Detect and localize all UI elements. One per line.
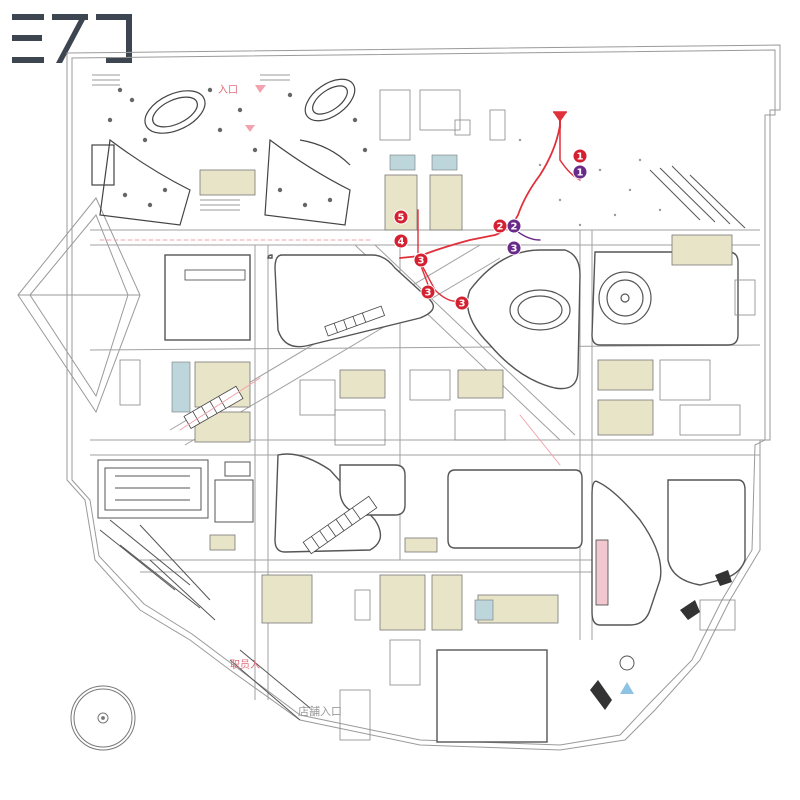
entrance-arrow-icon <box>590 570 732 710</box>
marker-circle <box>393 209 409 225</box>
dotted-plaza <box>518 138 662 227</box>
stairs <box>183 269 609 606</box>
road-network <box>89 229 761 700</box>
marker-circle <box>454 295 470 311</box>
route-marker-red-3a: 3 <box>413 252 429 268</box>
marker-circle <box>506 240 522 256</box>
staff-entrance-label: 职员入 <box>230 659 260 671</box>
service-rooms <box>194 169 733 631</box>
plaza-islands <box>164 249 746 743</box>
marker-number: 2 <box>511 222 518 233</box>
marker-circle <box>572 148 588 164</box>
marker-number: 5 <box>398 213 405 224</box>
ezj-logo <box>12 14 132 63</box>
marker-number: 4 <box>398 237 405 248</box>
route-marker-red-5: 5 <box>393 209 409 225</box>
hall-left <box>97 459 254 523</box>
route-marker-red-3c: 3 <box>454 295 470 311</box>
route-marker-red-3b: 3 <box>420 284 436 300</box>
marker-number: 2 <box>497 222 504 233</box>
marker-number: 1 <box>577 168 584 179</box>
bottom-gate-label: 店舗入口 <box>298 704 342 718</box>
entrance-pin <box>245 85 567 132</box>
marker-number: 3 <box>511 244 518 255</box>
marker-number: 3 <box>425 288 432 299</box>
hatched-band <box>99 519 311 721</box>
dining-zone-left <box>91 78 356 226</box>
right-edge-hatch <box>649 165 746 229</box>
marker-number: 3 <box>418 256 425 267</box>
marker-number: 1 <box>577 152 584 163</box>
route-marker-purple-3: 3 <box>506 240 522 256</box>
marker-circle <box>420 284 436 300</box>
entrance-top-label: 入口 <box>218 85 238 96</box>
route-marker-purple-1: 1 <box>572 164 588 180</box>
inner-buildings <box>119 89 756 741</box>
route-marker-red-4: 4 <box>393 233 409 249</box>
marker-circle <box>413 252 429 268</box>
route-marker-red-1: 1 <box>572 148 588 164</box>
marker-number: 3 <box>459 299 466 310</box>
entrance-labels: 入口 职员入 店舗入口 <box>218 85 342 718</box>
round-plaza <box>509 271 652 331</box>
table-pattern-left <box>107 87 368 208</box>
north-compass-icon <box>70 685 136 751</box>
marker-circle <box>572 164 588 180</box>
site-boundary <box>17 44 781 751</box>
route-marker-purple-2: 2 <box>506 218 522 234</box>
marker-circle <box>506 218 522 234</box>
marker-circle <box>393 233 409 249</box>
tile-areas <box>171 154 494 621</box>
dining-stripes <box>92 74 290 211</box>
route-marker-red-2: 2 <box>492 218 508 234</box>
